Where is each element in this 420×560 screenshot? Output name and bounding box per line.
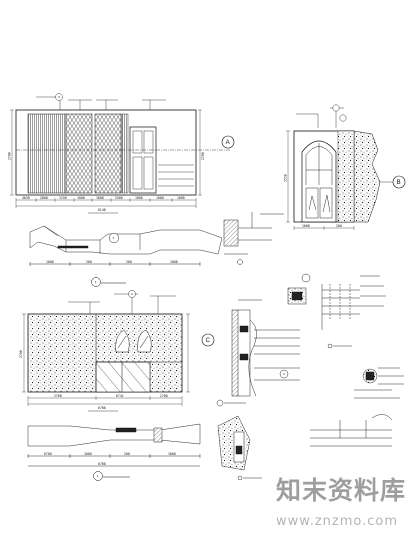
plan-1-marker: 1 [113, 236, 115, 240]
dim-plan1-0: 1000 [46, 260, 54, 264]
dim-height-c: 2700 [19, 350, 23, 358]
plan-bottom [27, 423, 201, 467]
plan-bottom-title: 1 [93, 471, 130, 481]
wall-panel-left [27, 113, 67, 194]
elevation-a-tags [36, 93, 166, 110]
dim-height-b: 2550 [284, 174, 288, 182]
detail-section-4 [217, 415, 262, 481]
elevation-a-dim-vertical [10, 109, 202, 196]
elevation-b: 2550 1000 200 B [284, 104, 406, 230]
plan-1-title-marker: 1 [95, 280, 97, 284]
dim-plan1-3: 1000 [170, 260, 178, 264]
lattice-screen-2 [94, 113, 122, 194]
dim-seg-a6: 1000 [135, 196, 143, 200]
dim-seg-c0: 2760 [54, 394, 62, 398]
detail-section-5 [310, 414, 393, 447]
dim-seg-b0: 1000 [302, 224, 310, 228]
dim-seg-a2: 1150 [59, 196, 67, 200]
glazing-panel [95, 361, 151, 393]
wall-strip [121, 113, 129, 194]
dim-planb-3: 1000 [168, 452, 176, 456]
marker-a: A [226, 140, 230, 146]
elevation-c: 4 2700 2760 6741 2700 6700 C [19, 290, 215, 412]
dim-total-a: 6140 [98, 208, 106, 212]
detail-section-3 [354, 367, 404, 399]
dim-planb-2: 200 [124, 452, 130, 456]
dim-seg-a0: 4030 [22, 196, 30, 200]
dim-planb-0: 6700 [44, 452, 52, 456]
dim-height-left: 2700 [8, 152, 12, 160]
dim-seg-c1: 6741 [116, 394, 124, 398]
dim-planb-1: 1000 [84, 452, 92, 456]
marker-c: C [206, 338, 211, 344]
elevation-a-tag-marker: 3 [58, 95, 60, 99]
stone-wall-b [353, 130, 381, 223]
dim-plan1-2: 200 [126, 260, 132, 264]
dim-seg-a5: 2500 [115, 196, 123, 200]
marker-a-circle [221, 135, 235, 149]
elevation-c-tag-marker: 4 [131, 292, 133, 296]
detail-section-1 [223, 212, 284, 265]
dim-seg-a7: 1000 [156, 196, 164, 200]
vertical-section-marker: 2 [283, 372, 285, 376]
dim-height-right: 2780 [201, 152, 205, 160]
detail-section-2 [287, 273, 386, 349]
plan-1 [29, 225, 223, 266]
dim-seg-a1: 2800 [40, 196, 48, 200]
vertical-section [216, 299, 300, 407]
dim-seg-c2: 2700 [160, 394, 168, 398]
elevation-a: 3 2700 2780 4 [8, 93, 235, 214]
dim-plan1-1: 200 [86, 260, 92, 264]
dim-seg-a4: 1000 [96, 196, 104, 200]
dim-seg-a3: 1000 [77, 196, 85, 200]
marker-c-circle [201, 333, 215, 347]
dim-planb-total: 6700 [98, 462, 106, 466]
plan-1-title: 1 [91, 277, 126, 287]
elevation-a-dim-horizontal [15, 198, 197, 208]
dim-seg-a8: 1000 [177, 196, 185, 200]
dim-seg-b1: 200 [336, 224, 342, 228]
lattice-screen-1 [65, 113, 93, 194]
dim-total-c: 6700 [98, 406, 106, 410]
glass-door [129, 126, 157, 194]
plan-bottom-title-marker: 1 [97, 474, 99, 478]
marker-b: B [397, 180, 401, 186]
